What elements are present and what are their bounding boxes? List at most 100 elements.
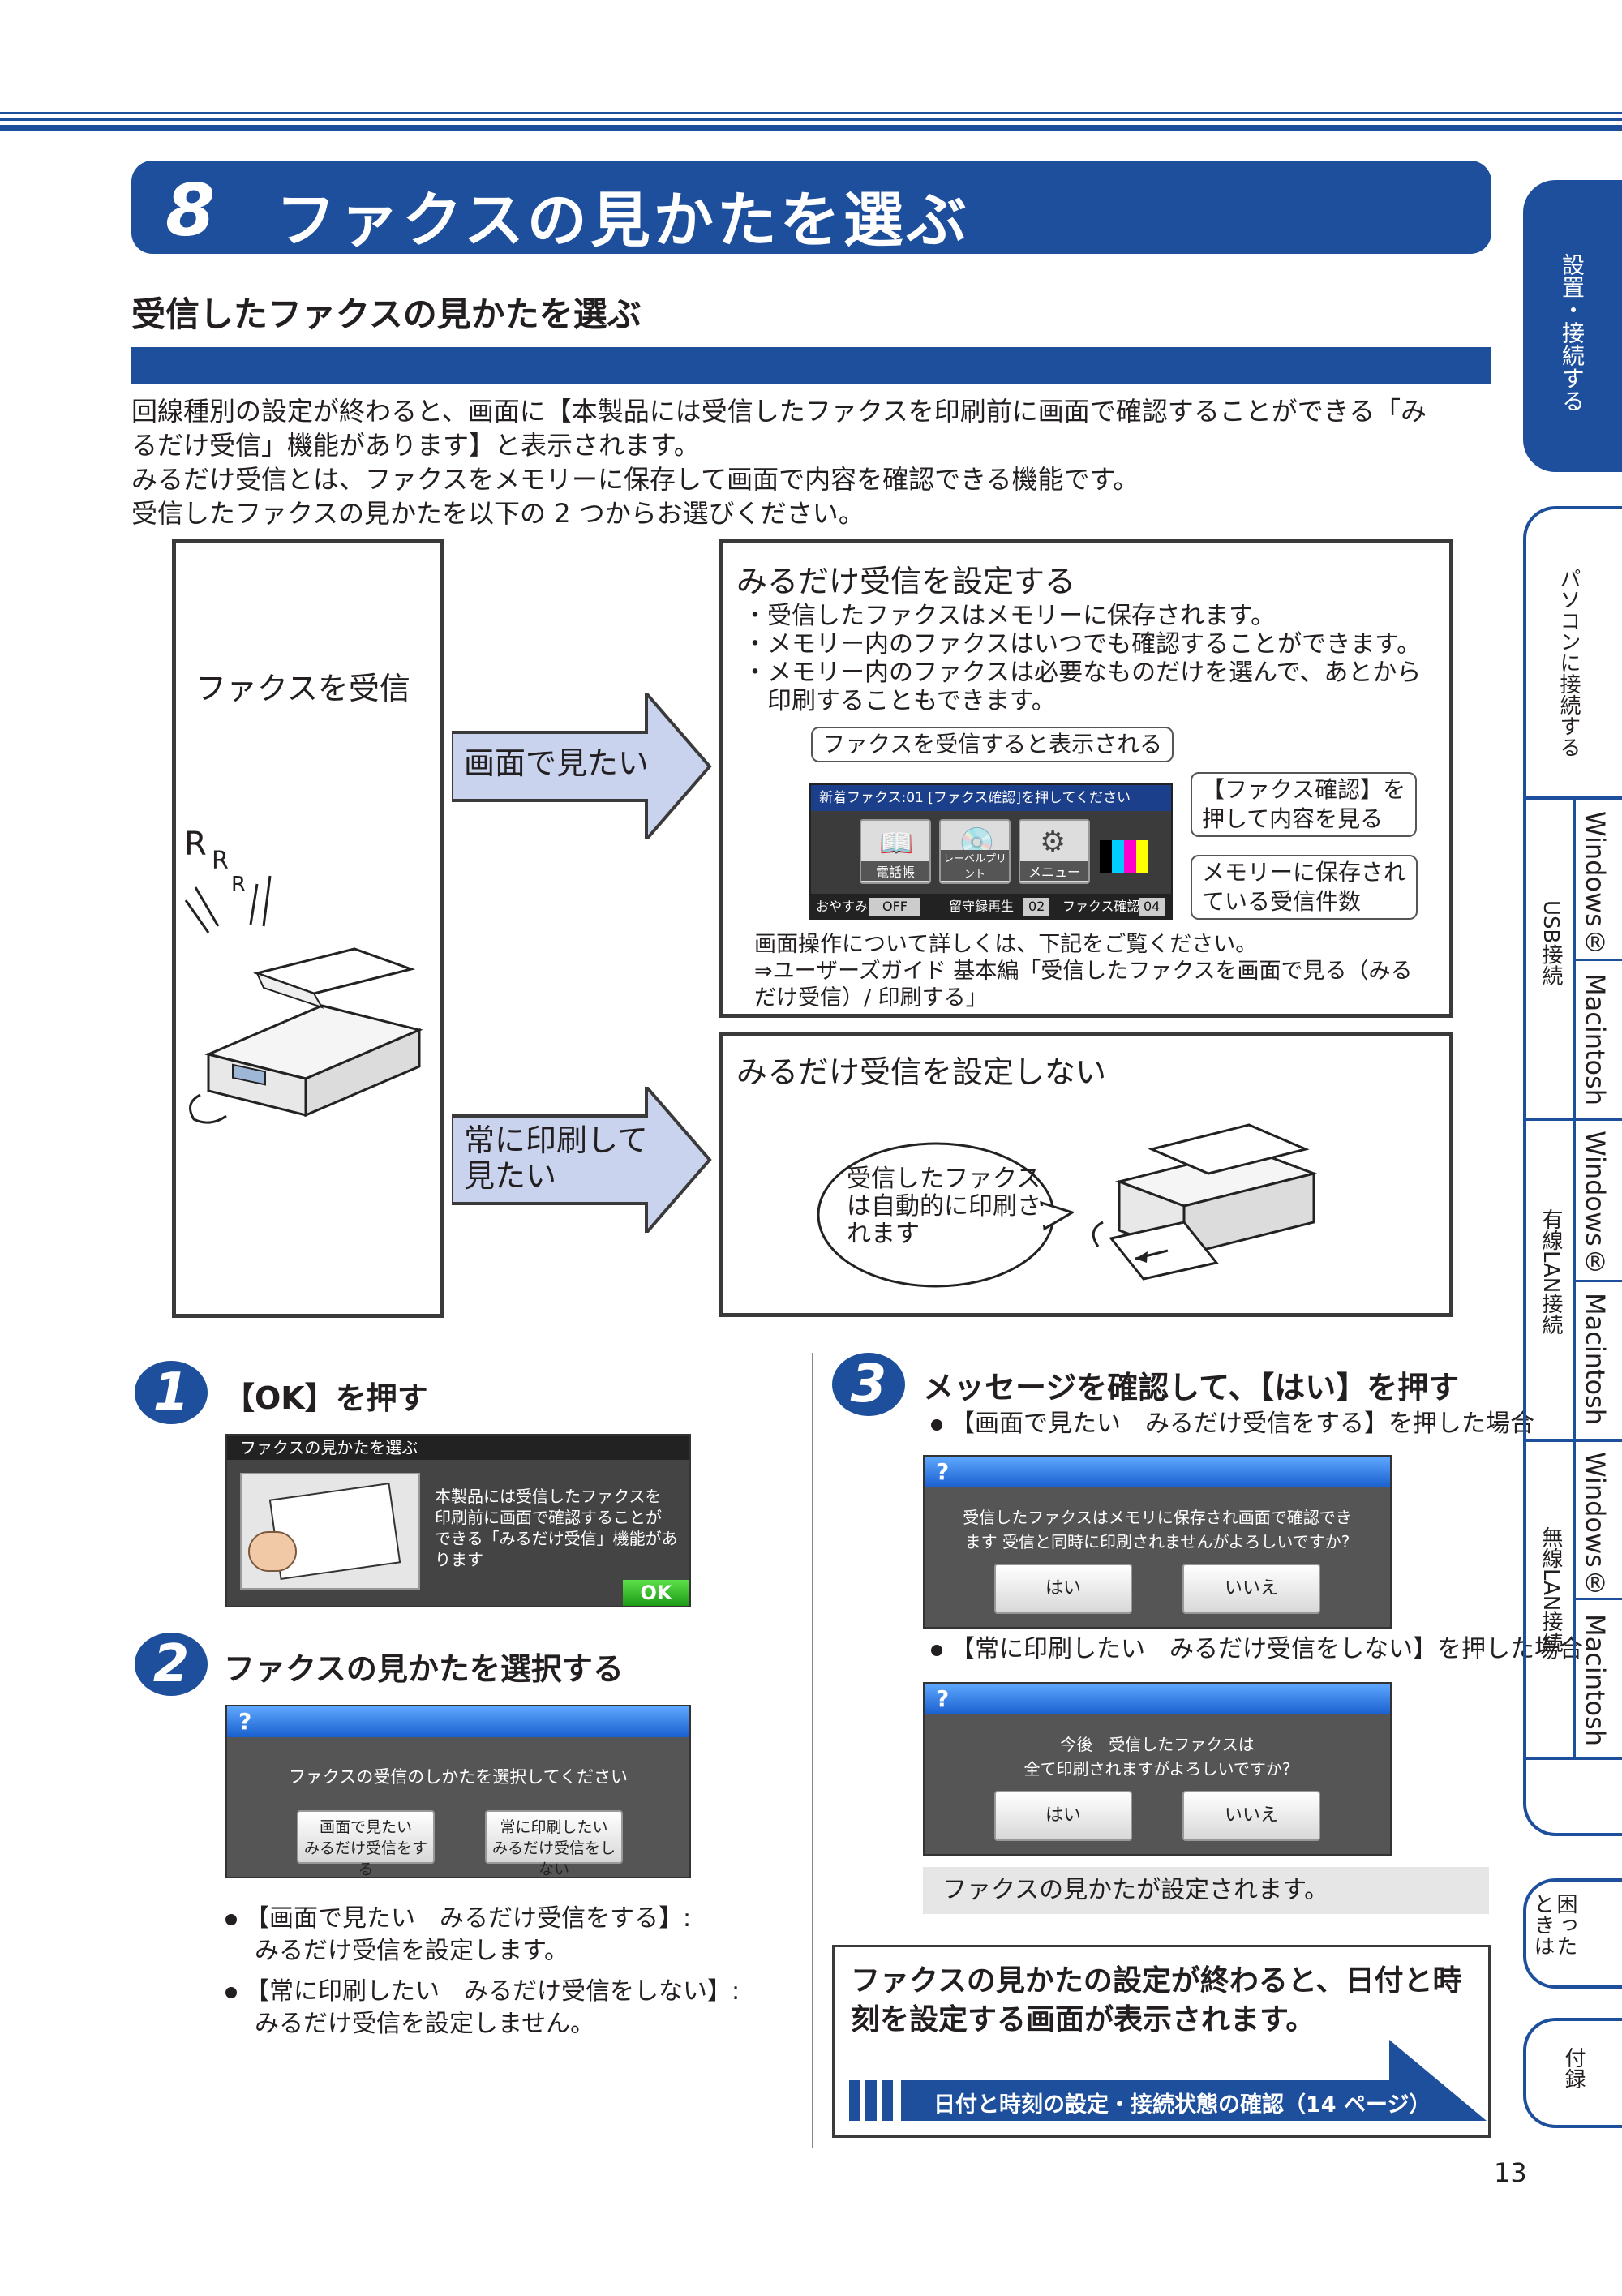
- yes-button[interactable]: はい: [994, 1564, 1132, 1614]
- ink-icon: [1100, 840, 1148, 873]
- step-1-screen-title: ファクスの見かたを選ぶ: [227, 1436, 689, 1460]
- callout-count: メモリーに保存され ている受信件数: [1191, 855, 1418, 920]
- next-step-box: ファクスの見かたの設定が終わると、日付と時 刻を設定する画面が表示されます。 日…: [832, 1945, 1491, 2138]
- step-3-screen-2-msg: 今後 受信したファクスは 全て印刷されますがよろしいですか?: [925, 1732, 1390, 1781]
- step-1-title: 【OK】を押す: [224, 1380, 428, 1416]
- top-rule-2: [0, 118, 1622, 121]
- lcd-bottom-bar: おやすみ OFF 留守録再生 02 ファクス確認 04: [811, 894, 1171, 920]
- view-screen-button[interactable]: 画面で見たい みるだけ受信をする: [297, 1810, 435, 1878]
- menu-label: メニュー: [1020, 861, 1088, 881]
- arrow-top-label: 画面で見たい: [464, 745, 650, 781]
- set-view-box: みるだけ受信を設定する ・受信したファクスはメモリーに保存されます。 ・メモリー…: [719, 539, 1453, 1018]
- step-3-screen-1: ? 受信したファクスはメモリに保存され画面で確認でき ます 受信と同時に印刷され…: [923, 1455, 1392, 1629]
- label-print-button[interactable]: 💿 レーベルプリント: [939, 819, 1011, 884]
- tab-wired-group: 有線LAN接続: [1538, 1208, 1563, 1336]
- bubble-line: は自動的に印刷さ: [847, 1192, 1041, 1221]
- ring-r1: R: [184, 826, 207, 863]
- phonebook-label: 電話帳: [861, 861, 929, 881]
- answer-playback-label[interactable]: 留守録再生: [949, 899, 1015, 914]
- tab-usb-macintosh[interactable]: Macintosh: [1580, 973, 1611, 1106]
- tab-sep: [1525, 1757, 1622, 1760]
- tab-wired-windows[interactable]: Windows®: [1580, 1131, 1611, 1277]
- step-3-case-2: 【常に印刷したい みるだけ受信をしない】を押した場合: [931, 1633, 1583, 1666]
- case-1-label: 【画面で見たい みるだけ受信をする】を押した場合: [950, 1410, 1534, 1438]
- step-3-number: 3: [832, 1353, 905, 1416]
- next-line: 刻を設定する画面が表示されます。: [851, 2003, 1315, 2036]
- section-bar: [131, 347, 1491, 384]
- book-icon: 📖: [879, 827, 914, 860]
- tab-trouble[interactable]: 困った ときは: [1523, 1878, 1622, 1989]
- hand-icon: [248, 1531, 297, 1572]
- intro-line: 受信したファクスの見かたを以下の 2 つからお選びください。: [131, 498, 865, 529]
- lcd-screen: 新着ファクス:01 [ファクス確認]を押してください 📖 電話帳 💿 レーベルプ…: [809, 783, 1173, 920]
- note-line: 画面操作について詳しくは、下記をご覧ください。: [754, 932, 1258, 957]
- menu-button[interactable]: ⚙ メニュー: [1019, 819, 1090, 884]
- speech-bubble: 受信したファクス は自動的に印刷さ れます: [847, 1165, 1041, 1248]
- bullet-line: 【常に印刷したい みるだけ受信をしない】:: [245, 1977, 740, 2006]
- tab-usb-group: USB接続: [1538, 900, 1563, 986]
- tab-wireless-macintosh[interactable]: Macintosh: [1580, 1614, 1611, 1747]
- fax-check-label[interactable]: ファクス確認: [1062, 899, 1140, 914]
- no-button[interactable]: いいえ: [1182, 1564, 1320, 1614]
- intro-line: みるだけ受信とは、ファクスをメモリーに保存して画面で内容を確認できる機能です。: [131, 464, 1139, 495]
- case-2-label: 【常に印刷したい みるだけ受信をしない】を押した場合: [950, 1635, 1583, 1663]
- phonebook-button[interactable]: 📖 電話帳: [860, 819, 931, 884]
- chapter-title: ファクスの見かたを選ぶ: [276, 186, 970, 255]
- button-line: みるだけ受信をしない: [491, 1839, 616, 1878]
- step-2-bullet-1: 【画面で見たい みるだけ受信をする】: みるだけ受信を設定します。: [225, 1903, 691, 1968]
- tab-pc[interactable]: [1523, 506, 1622, 1836]
- answer-count: 02: [1023, 898, 1050, 916]
- ring-r2: R: [212, 847, 229, 875]
- tab-appendix-label: 付録: [1561, 2047, 1586, 2089]
- step-1-illustration: [240, 1473, 420, 1590]
- ring-r3: R: [231, 873, 247, 897]
- set-view-bullet: ・メモリー内のファクスはいつでも確認することができます。: [743, 630, 1422, 659]
- callout-display: ファクスを受信すると表示される: [811, 727, 1174, 762]
- no-button[interactable]: いいえ: [1182, 1791, 1320, 1841]
- step-2-screen-msg: ファクスの受信のしかたを選択してください: [288, 1767, 629, 1787]
- section-title: 受信したファクスの見かたを選ぶ: [131, 294, 642, 334]
- tab-trouble-line: ときは: [1530, 1893, 1555, 1956]
- bullet-dot: [931, 1644, 942, 1656]
- tab-inner-sep: [1573, 1598, 1622, 1600]
- ok-button[interactable]: OK: [623, 1580, 689, 1606]
- intro-line: るだけ受信」機能があります】と表示されます。: [131, 430, 700, 461]
- screen-msg-line: ます 受信と同時に印刷されませんがよろしいですか?: [964, 1532, 1350, 1551]
- tab-appendix[interactable]: 付録: [1523, 2018, 1622, 2128]
- screen-msg-line: 受信したファクスはメモリに保存され画面で確認でき: [963, 1508, 1352, 1527]
- next-link-arrow: [849, 2040, 1487, 2121]
- sleep-toggle[interactable]: OFF: [869, 898, 920, 916]
- set-view-bullet: ・受信したファクスはメモリーに保存されます。: [743, 602, 1276, 630]
- top-rule-3: [0, 125, 1622, 131]
- set-view-bullet: ・メモリー内のファクスは必要なものだけを選んで、あとから: [743, 659, 1422, 687]
- yes-button[interactable]: はい: [994, 1791, 1132, 1841]
- bubble-line: 受信したファクス: [847, 1165, 1041, 1193]
- step-2-screen-bar: ?: [227, 1706, 689, 1737]
- step-1-screen: ファクスの見かたを選ぶ 本製品には受信したファクスを 印刷前に画面で確認すること…: [225, 1434, 691, 1607]
- set-view-bullets: ・受信したファクスはメモリーに保存されます。 ・メモリー内のファクスはいつでも確…: [743, 602, 1421, 715]
- next-step-text: ファクスの見かたの設定が終わると、日付と時 刻を設定する画面が表示されます。: [851, 1962, 1461, 2040]
- tab-wired-macintosh[interactable]: Macintosh: [1580, 1293, 1611, 1426]
- arrow-bottom-line: 見たい: [464, 1158, 557, 1194]
- note-line: だけ受信）/ 印刷する」: [754, 985, 988, 1011]
- button-line: みるだけ受信をする: [303, 1839, 427, 1878]
- step-3-case-1: 【画面で見たい みるだけ受信をする】を押した場合: [931, 1408, 1534, 1440]
- callout-line: メモリーに保存され: [1202, 859, 1407, 886]
- receive-box: ファクスを受信 R R R: [172, 539, 444, 1318]
- bubble-line: れます: [847, 1220, 920, 1248]
- step-3-screen-2-bar: ?: [925, 1684, 1390, 1714]
- no-set-box: みるだけ受信を設定しない 受信したファクス は自動的に印刷さ れます: [719, 1032, 1453, 1317]
- screen-msg-line: 全て印刷されますがよろしいですか?: [1023, 1759, 1291, 1779]
- arrow-view-screen: [452, 693, 712, 839]
- tab-wireless-windows[interactable]: Windows®: [1580, 1452, 1611, 1599]
- screen-msg-line: 今後 受信したファクスは: [1060, 1735, 1255, 1754]
- tab-usb-windows[interactable]: Windows®: [1580, 811, 1611, 958]
- column-divider: [812, 1353, 813, 2148]
- chapter-header: 8 ファクスの見かたを選ぶ: [131, 161, 1491, 255]
- page-number: 13: [1494, 2157, 1527, 2188]
- chapter-number: 8: [165, 169, 216, 252]
- tab-setup[interactable]: 設置・接続する: [1523, 180, 1622, 472]
- next-link[interactable]: 日付と時刻の設定・接続状態の確認（14 ページ）: [933, 2092, 1431, 2118]
- always-print-button[interactable]: 常に印刷したい みるだけ受信をしない: [485, 1810, 623, 1878]
- step-3-title: メッセージを確認して、【はい】を押す: [923, 1370, 1460, 1405]
